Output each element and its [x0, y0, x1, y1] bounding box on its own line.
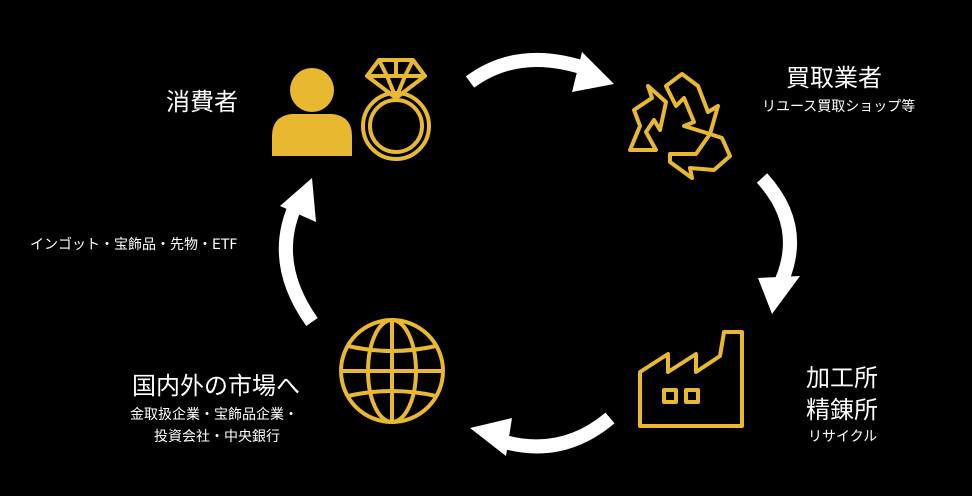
refinery-subtitle: リサイクル [808, 429, 878, 445]
market-title: 国内外の市場へ [132, 372, 300, 400]
market-subtitle-line2: 投資会社・中央銀行 [154, 429, 280, 445]
consumer-title: 消費者 [166, 88, 238, 116]
globe-icon [339, 318, 445, 424]
factory-icon [638, 330, 744, 428]
diamond-ring-icon [361, 58, 431, 161]
person-icon [272, 68, 352, 156]
refinery-title-line1: 加工所 [806, 364, 878, 392]
recycle-icon [628, 72, 732, 180]
buyer-title: 買取業者 [786, 64, 882, 92]
edge-label-products: インゴット・宝飾品・先物・ETF [30, 237, 238, 253]
refinery-title-line2: 精錬所 [806, 396, 878, 424]
buyer-subtitle: リユース買取ショップ等 [762, 99, 916, 115]
market-subtitle-line1: 金取扱企業・宝飾品企業・ [130, 407, 298, 423]
